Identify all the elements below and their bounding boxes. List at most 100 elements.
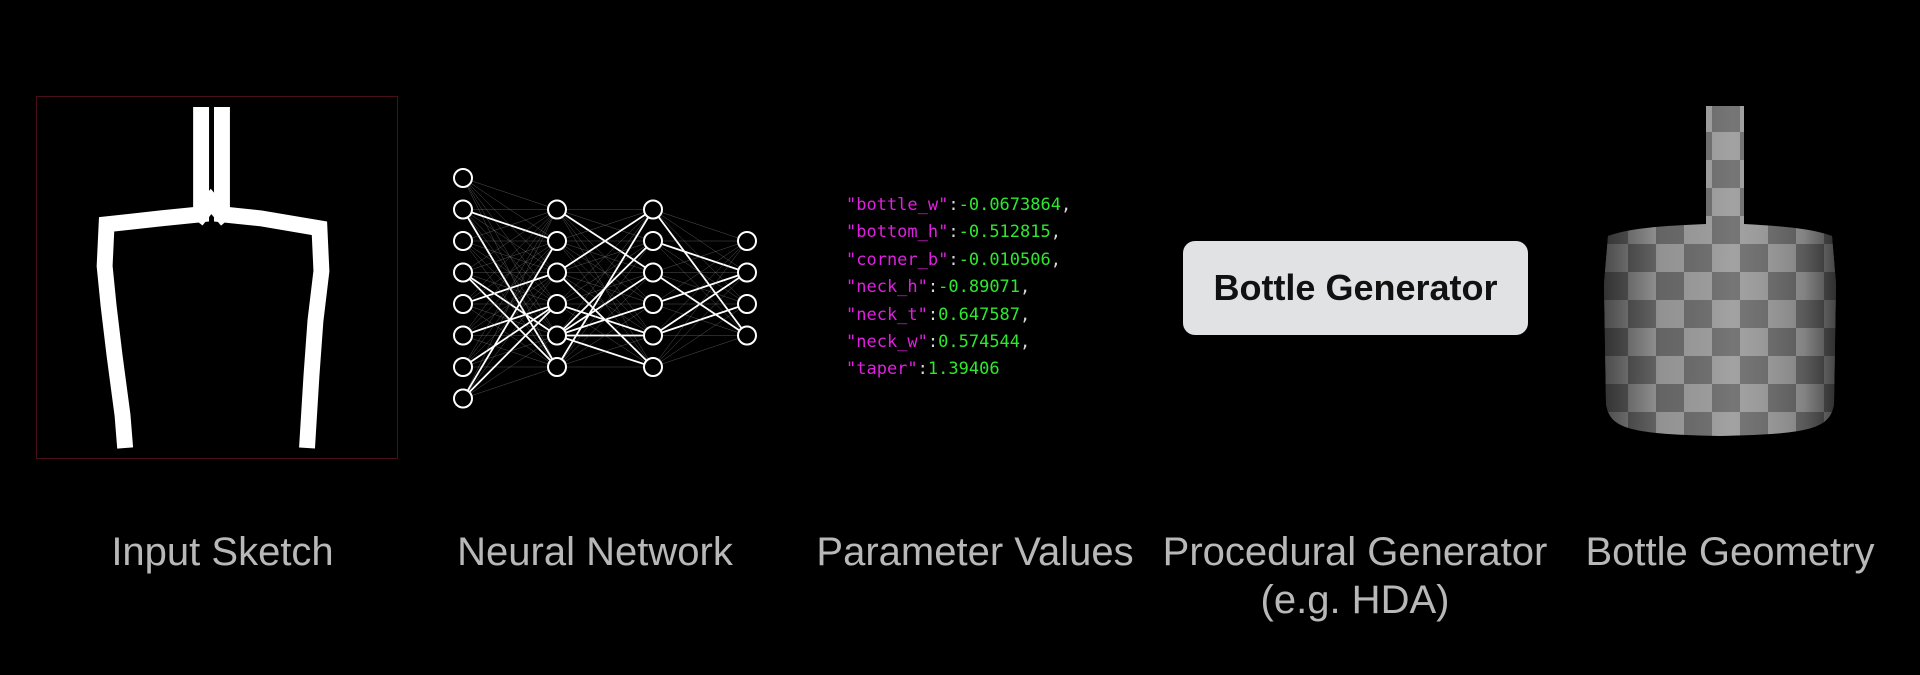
nn-connection — [462, 209, 558, 305]
sketch-drawing — [37, 97, 397, 458]
nn-node — [547, 231, 567, 251]
nn-node — [453, 357, 473, 377]
nn-connection — [556, 209, 654, 305]
parameter-line: "bottom_h":-0.512815, — [846, 219, 1146, 246]
parameter-key: "taper" — [846, 359, 918, 380]
nn-node — [547, 357, 567, 377]
nn-node — [453, 199, 473, 220]
nn-connection — [462, 303, 558, 400]
nn-node — [737, 262, 757, 283]
parameter-line: "neck_h":-0.89071, — [846, 274, 1146, 301]
parameter-comma: , — [1050, 249, 1061, 270]
nn-connection — [652, 335, 748, 368]
parameter-key: "bottom_h" — [846, 222, 949, 243]
nn-node — [453, 294, 473, 314]
caption-bottle-geometry: Bottle Geometry — [1585, 530, 1875, 574]
caption-procedural-generator: Procedural Generator (e.g. HDA) — [1150, 528, 1560, 624]
parameter-value: 0.647587 — [938, 304, 1021, 325]
nn-node — [453, 325, 473, 346]
nn-connection — [462, 209, 558, 368]
parameter-line: "neck_t":0.647587, — [846, 302, 1146, 329]
caption-input-sketch: Input Sketch — [111, 530, 334, 574]
nn-node — [643, 231, 663, 251]
nn-node — [453, 262, 473, 283]
bottle-mesh — [1604, 106, 1836, 436]
nn-node — [737, 325, 757, 346]
parameter-comma: , — [1060, 195, 1072, 215]
parameter-key: "neck_t" — [846, 304, 928, 325]
nn-connection — [462, 209, 558, 399]
nn-node — [643, 199, 663, 220]
parameter-line: "neck_w":0.574544, — [846, 329, 1146, 356]
nn-node — [547, 294, 567, 314]
nn-connection — [556, 272, 654, 368]
nn-connection — [652, 209, 748, 242]
parameter-colon: : — [948, 222, 959, 243]
parameter-key: "bottle_w" — [846, 195, 949, 215]
nn-node — [453, 168, 473, 188]
caption-procedural-generator-line1: Procedural Generator — [1162, 530, 1548, 574]
parameter-comma: , — [1020, 304, 1031, 325]
parameter-line: "corner_b":-0.010506, — [846, 247, 1146, 274]
neural-network-diagram — [445, 160, 765, 410]
parameter-line: "taper":1.39406 — [846, 356, 1146, 383]
parameter-value: -0.010506 — [958, 249, 1051, 270]
nn-connection — [462, 209, 558, 242]
parameter-value: -0.512815 — [958, 222, 1051, 243]
caption-parameter-values: Parameter Values — [816, 530, 1134, 574]
nn-connection — [652, 240, 748, 273]
nn-connection — [556, 209, 654, 368]
parameter-colon: : — [917, 359, 928, 380]
nn-node — [737, 231, 757, 251]
nn-connection — [652, 240, 748, 368]
nn-node — [547, 199, 567, 220]
nn-connection — [556, 240, 654, 368]
parameter-key: "neck_h" — [846, 277, 928, 298]
parameter-value: -0.89071 — [938, 277, 1021, 298]
nn-node — [547, 325, 567, 346]
parameter-colon: : — [927, 304, 939, 325]
parameter-colon: : — [948, 249, 959, 270]
nn-connection — [652, 303, 748, 368]
parameter-line: "bottle_w":-0.0673864, — [846, 192, 1146, 219]
parameter-value: -0.0673864 — [958, 195, 1061, 215]
nn-node — [453, 231, 473, 251]
nn-connection — [462, 177, 558, 210]
nn-connection — [462, 240, 558, 399]
parameter-colon: : — [927, 277, 939, 298]
nn-connection — [556, 335, 654, 368]
nn-node — [643, 262, 663, 283]
parameter-value: 0.574544 — [938, 332, 1021, 353]
parameter-colon: : — [948, 195, 959, 215]
nn-connection — [462, 272, 558, 399]
nn-connection — [556, 209, 654, 336]
caption-neural-network: Neural Network — [457, 530, 733, 574]
nn-connection — [462, 366, 558, 399]
nn-connection — [556, 208, 654, 274]
neural-network-graph — [453, 168, 757, 409]
nn-connection — [556, 209, 654, 242]
nn-node — [643, 357, 663, 377]
parameter-comma: , — [1020, 277, 1031, 298]
nn-node — [643, 294, 663, 314]
parameter-value: 1.39406 — [927, 359, 1000, 380]
bottle-generator-button[interactable]: Bottle Generator — [1183, 241, 1528, 335]
input-sketch-image — [36, 96, 398, 459]
parameter-colon: : — [927, 332, 939, 353]
nn-node — [547, 262, 567, 283]
nn-connection — [556, 303, 654, 368]
parameter-key: "neck_w" — [846, 332, 928, 353]
parameter-comma: , — [1020, 332, 1031, 353]
nn-connection — [462, 209, 558, 336]
nn-node — [737, 294, 757, 314]
parameter-comma: , — [1050, 222, 1061, 243]
nn-node — [643, 325, 663, 346]
nn-connection — [652, 240, 748, 305]
nn-node — [453, 388, 473, 409]
parameter-values-list: "bottle_w":-0.0673864,"bottom_h":-0.5128… — [846, 192, 1146, 384]
bottle-geometry-render — [1600, 104, 1840, 444]
nn-connection — [652, 272, 748, 368]
parameter-key: "corner_b" — [846, 249, 949, 270]
nn-connection — [462, 335, 558, 399]
nn-connection — [462, 209, 558, 273]
